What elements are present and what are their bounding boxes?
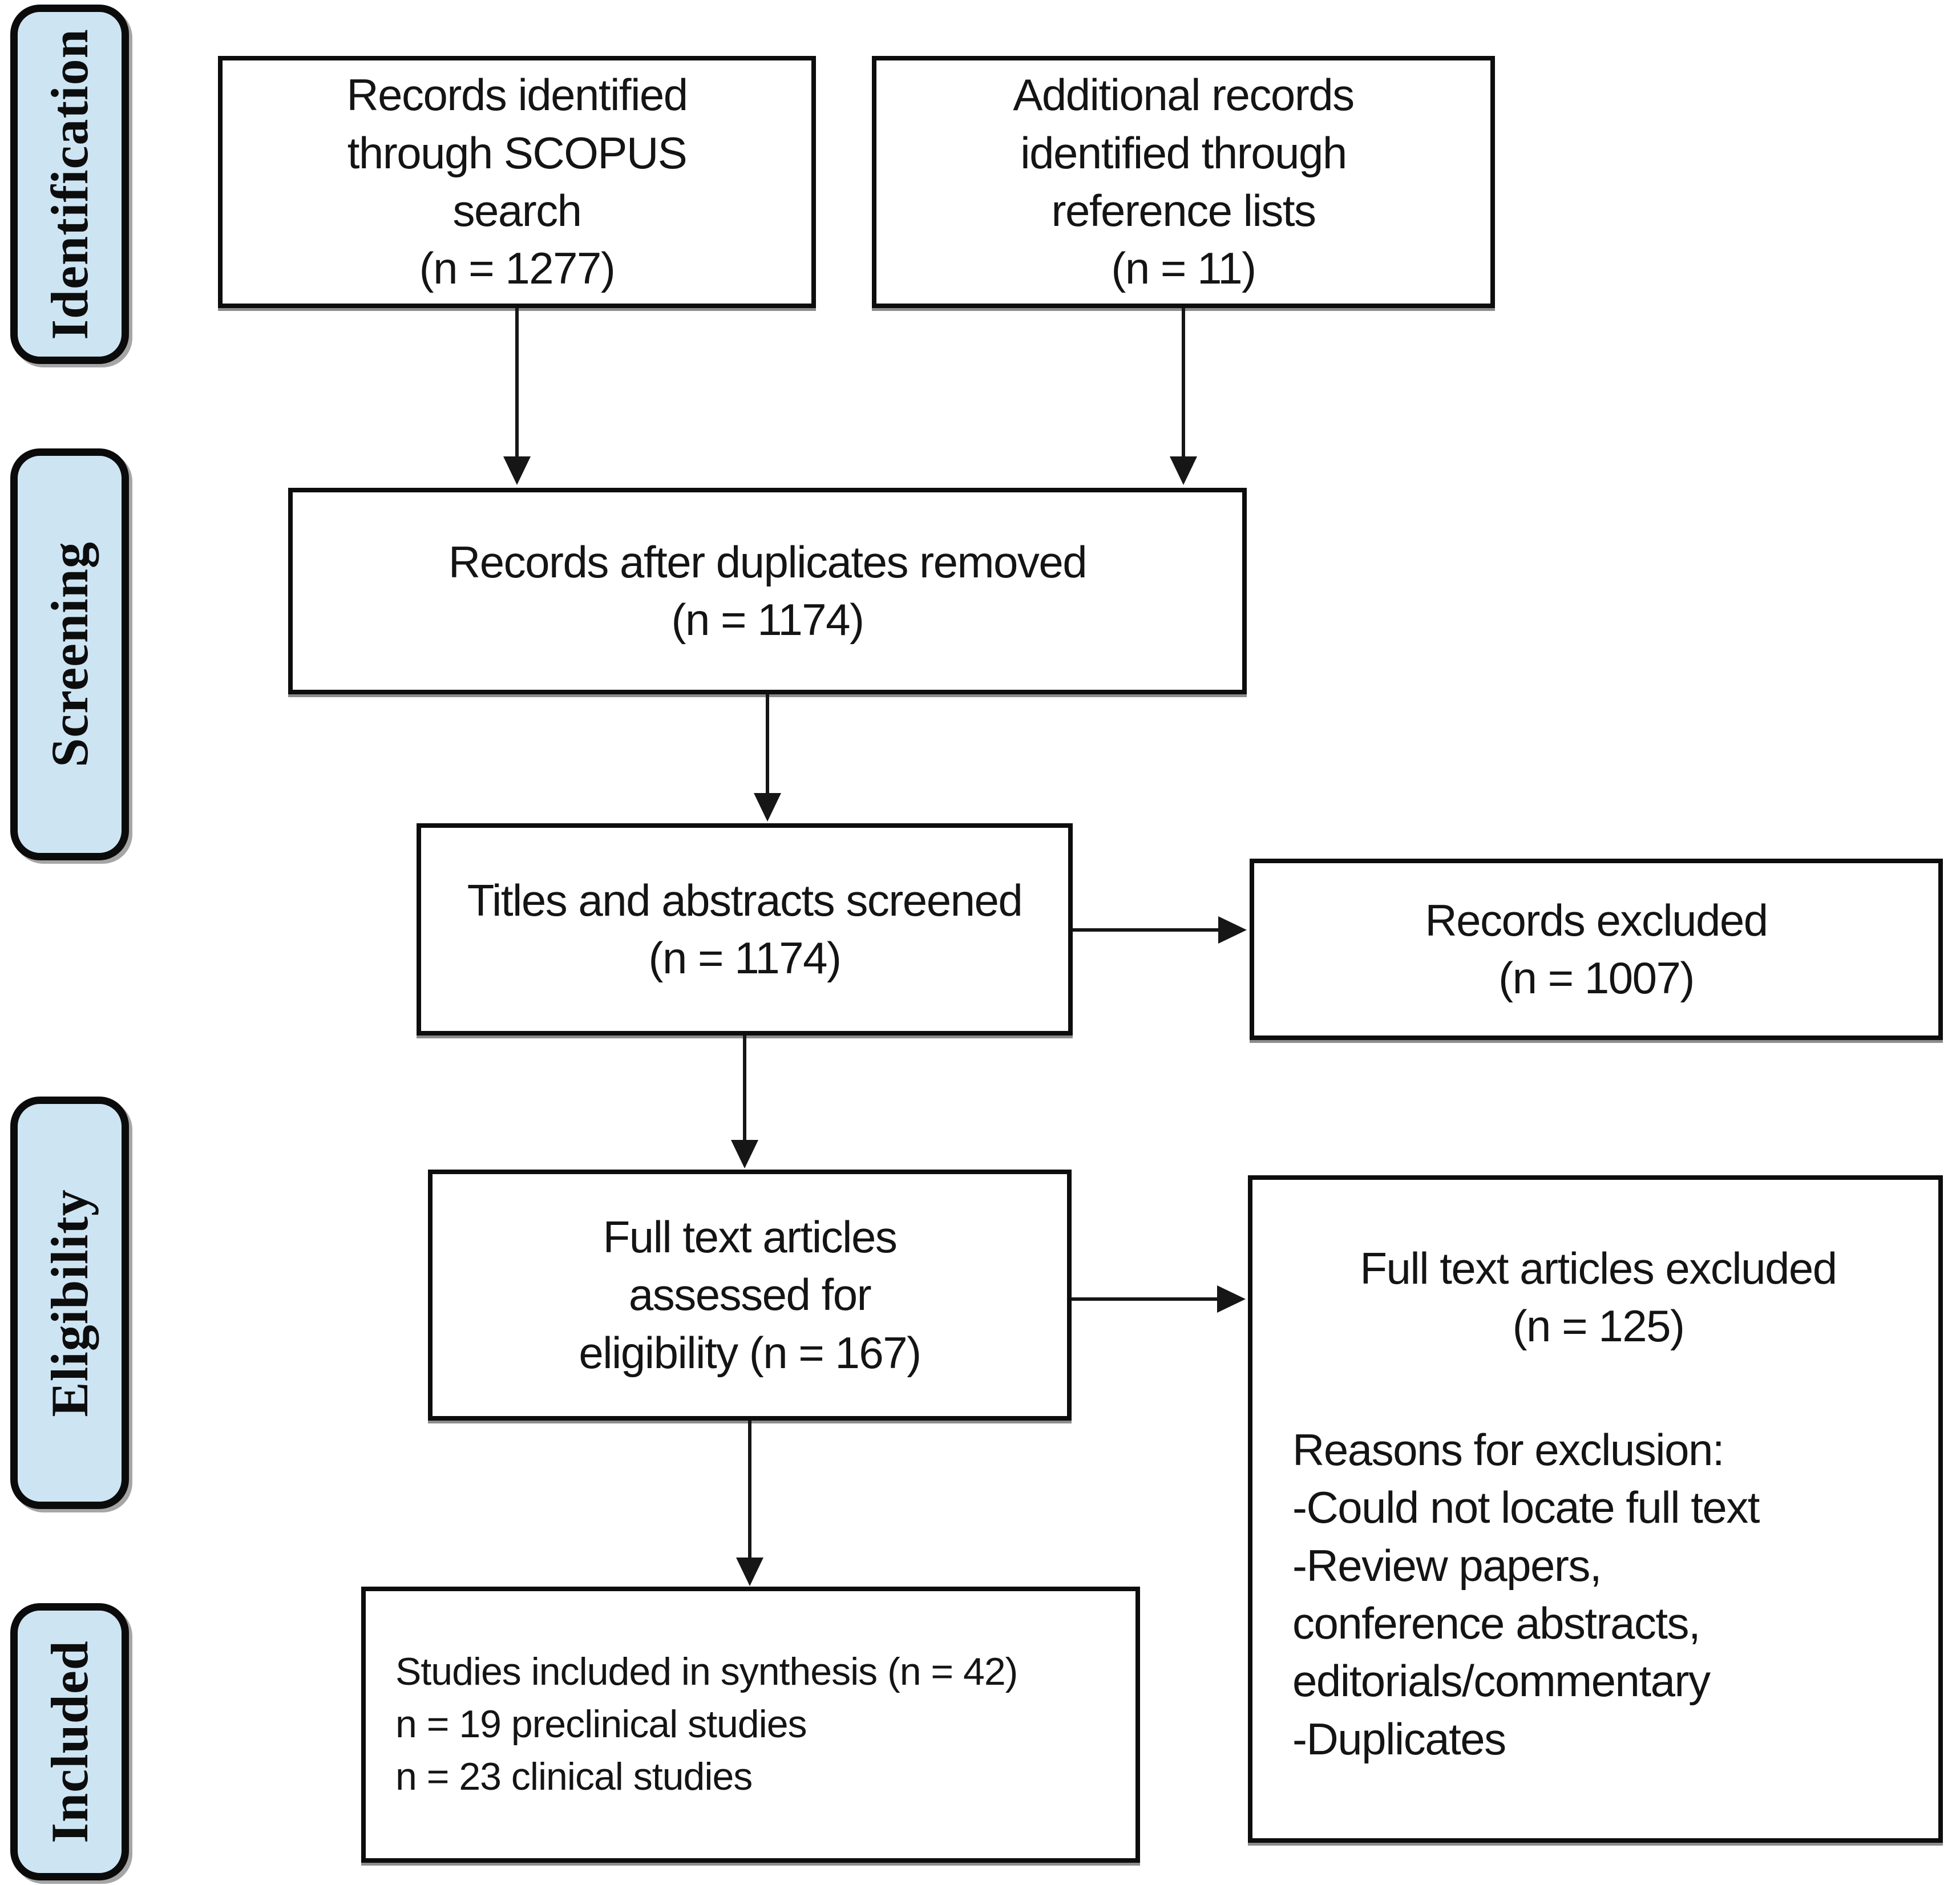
- arrow-line-duplicates-to-screened: [766, 694, 769, 793]
- arrowhead-fulltext-to-included: [736, 1558, 763, 1586]
- stage-label-screening: Screening: [10, 448, 129, 860]
- arrowhead-additional-to-duplicates: [1170, 456, 1197, 485]
- box-full-text-excluded-title: Full text articles excluded (n = 125): [1360, 1243, 1837, 1352]
- box-full-text-excluded-reasons: Reasons for exclusion: -Could not locate…: [1292, 1424, 1760, 1764]
- arrow-line-screened-to-fulltext: [743, 1035, 746, 1140]
- arrowhead-scopus-to-duplicates: [503, 456, 531, 485]
- box-additional-records-text: Additional records identified through re…: [1013, 70, 1355, 294]
- box-titles-abstracts-screened: Titles and abstracts screened (n = 1174): [417, 823, 1073, 1035]
- arrow-line-scopus-to-duplicates: [515, 308, 519, 456]
- box-records-identified: Records identified through SCOPUS search…: [218, 56, 816, 308]
- box-studies-included-text: Studies included in synthesis (n = 42) n…: [395, 1650, 1018, 1798]
- stage-label-identification-text: Identification: [41, 29, 99, 340]
- box-studies-included: Studies included in synthesis (n = 42) n…: [361, 1587, 1140, 1863]
- arrowhead-duplicates-to-screened: [754, 793, 781, 822]
- box-full-text-assessed-text: Full text articles assessed for eligibil…: [579, 1211, 922, 1378]
- arrow-line-fulltext-to-included: [748, 1421, 751, 1558]
- stage-label-eligibility: Eligibility: [10, 1097, 129, 1509]
- arrowhead-screened-to-excluded: [1218, 916, 1247, 944]
- box-records-after-duplicates: Records after duplicates removed (n = 11…: [288, 488, 1247, 694]
- arrowhead-fulltext-to-excluded: [1217, 1285, 1246, 1313]
- box-titles-abstracts-screened-text: Titles and abstracts screened (n = 1174): [467, 875, 1023, 983]
- box-additional-records: Additional records identified through re…: [872, 56, 1495, 308]
- stage-label-screening-text: Screening: [41, 541, 99, 767]
- box-records-identified-text: Records identified through SCOPUS search…: [346, 70, 688, 294]
- arrow-line-fulltext-to-excluded: [1072, 1297, 1217, 1301]
- box-full-text-excluded: Full text articles excluded (n = 125) Re…: [1248, 1175, 1943, 1843]
- stage-label-eligibility-text: Eligibility: [41, 1188, 99, 1417]
- stage-label-included: Included: [10, 1603, 129, 1880]
- arrowhead-screened-to-fulltext: [731, 1140, 758, 1168]
- arrow-line-additional-to-duplicates: [1182, 308, 1185, 456]
- stage-label-included-text: Included: [41, 1640, 99, 1843]
- box-full-text-assessed: Full text articles assessed for eligibil…: [428, 1170, 1072, 1421]
- box-records-excluded-text: Records excluded (n = 1007): [1425, 895, 1768, 1003]
- arrow-line-screened-to-excluded: [1073, 928, 1218, 932]
- box-records-excluded: Records excluded (n = 1007): [1250, 859, 1943, 1040]
- box-records-after-duplicates-text: Records after duplicates removed (n = 11…: [448, 536, 1088, 645]
- stage-label-identification: Identification: [10, 5, 129, 364]
